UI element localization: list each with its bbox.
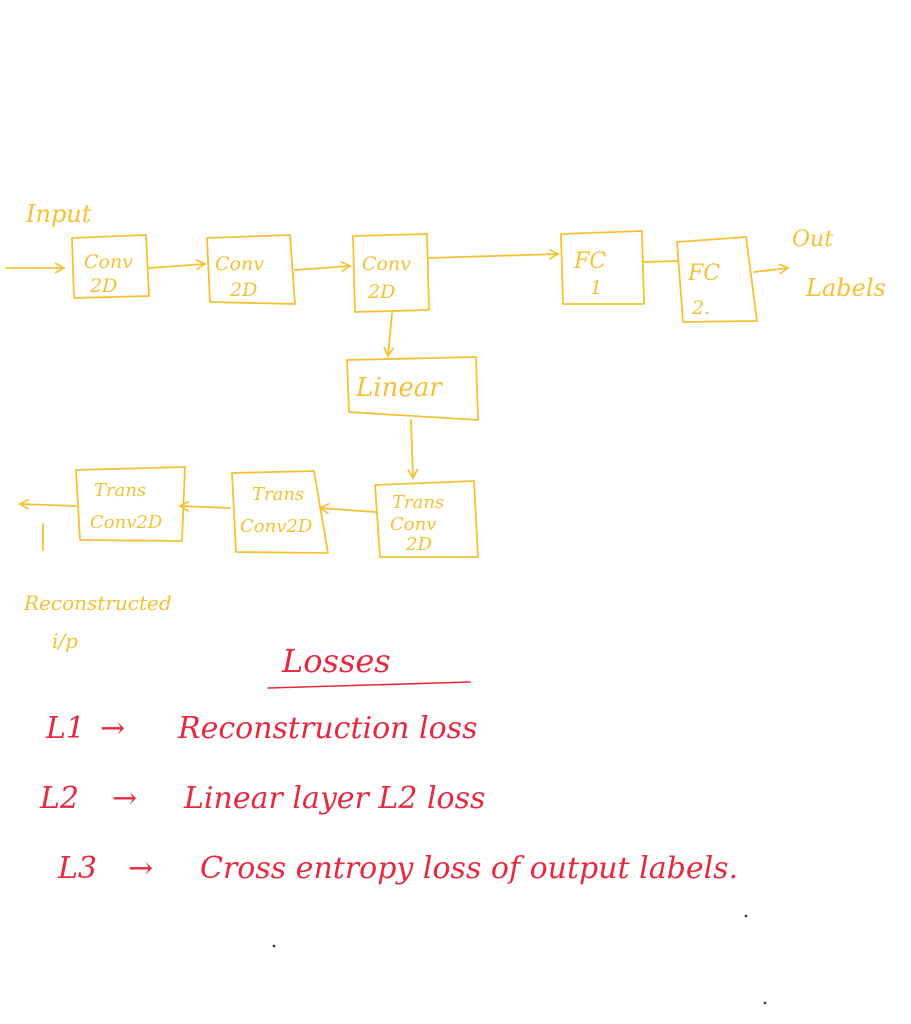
loss-l2-id: L2	[39, 781, 79, 816]
loss-l2-text: Linear layer L2 loss	[183, 781, 485, 816]
arrow-linear-trans1	[407, 419, 419, 480]
loss-l3-text: Cross entropy loss of output labels.	[200, 851, 738, 886]
linear-block: Linear	[346, 356, 479, 421]
stray-dot	[272, 944, 276, 948]
conv2d-block-2-line2: 2D	[229, 279, 257, 301]
conv2d-block-3-line1: Conv	[362, 253, 411, 275]
transconv2d-block-1: Trans Conv 2D	[374, 480, 479, 558]
arrow-conv3-linear	[383, 312, 395, 358]
transconv2d-block-3-line1: Trans	[94, 480, 146, 501]
loss-l3-arrow-icon: →	[128, 851, 153, 886]
transconv2d-block-1-line1: Trans	[392, 492, 444, 513]
arrow-conv3-fc1	[428, 248, 560, 260]
fc1-block-line2: 1	[590, 277, 602, 299]
fc2-block: FC 2.	[676, 236, 758, 323]
fc1-block: FC 1	[560, 230, 645, 305]
transconv2d-block-3-line2: Conv2D	[90, 512, 163, 533]
losses-title: Losses	[281, 642, 391, 680]
loss-l1-text: Reconstruction loss	[177, 711, 477, 746]
stray-dot	[763, 1001, 767, 1005]
transconv2d-block-2-line1: Trans	[252, 484, 304, 505]
transconv2d-block-3: Trans Conv2D	[75, 466, 186, 542]
conv2d-block-1-line1: Conv	[84, 251, 133, 273]
reconstruction-arrow	[18, 498, 77, 510]
output-label-line1: Out	[792, 227, 833, 252]
conv2d-block-3-line2: 2D	[367, 281, 395, 303]
arrow-trans1-trans2	[318, 503, 376, 514]
fc1-block-line1: FC	[573, 249, 606, 274]
conv2d-block-1-line2: 2D	[89, 275, 117, 297]
arrow-conv2-conv3	[294, 261, 352, 272]
conv2d-block-2-line1: Conv	[215, 253, 264, 275]
line-fc1-fc2	[643, 260, 679, 263]
loss-l1-id: L1	[45, 711, 85, 746]
transconv2d-block-1-line3: 2D	[405, 534, 432, 555]
loss-l2-arrow-icon: →	[112, 781, 137, 816]
input-label: Input	[25, 200, 92, 228]
stray-dot	[744, 914, 748, 918]
loss-l1-arrow-icon: →	[100, 711, 125, 746]
loss-l3-id: L3	[57, 851, 97, 886]
transconv2d-block-2: Trans Conv2D	[231, 470, 329, 554]
arrow-trans2-trans3	[178, 500, 231, 512]
transconv2d-block-1-line2: Conv	[390, 514, 436, 535]
arrow-conv1-conv2	[148, 259, 207, 270]
transconv2d-block-2-line2: Conv2D	[240, 516, 313, 537]
reconstructed-label-line1: Reconstructed	[23, 591, 172, 615]
fc2-block-line2: 2.	[691, 297, 710, 319]
conv2d-block-1: Conv 2D	[71, 234, 150, 299]
fc2-block-line1: FC	[687, 261, 720, 286]
conv2d-block-2: Conv 2D	[206, 234, 296, 305]
conv2d-block-3: Conv 2D	[352, 233, 430, 313]
losses-title-underline	[267, 681, 471, 689]
output-label-line2: Labels	[805, 274, 886, 302]
reconstructed-label-line2: i/p	[52, 629, 78, 653]
output-arrow	[753, 263, 790, 275]
linear-block-label: Linear	[355, 373, 443, 403]
